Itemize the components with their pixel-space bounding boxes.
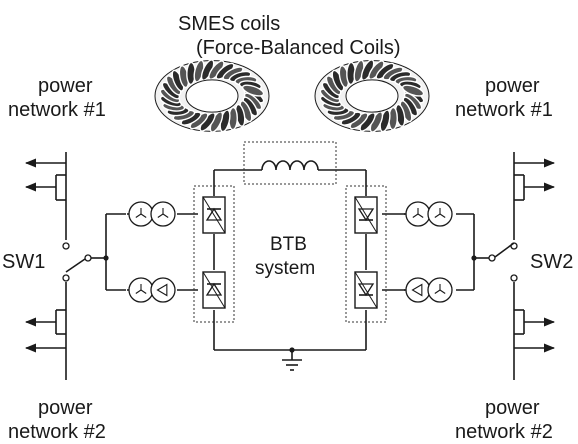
left-top-network-line1: power [38,75,93,97]
sw1-label: SW1 [2,251,45,273]
left-top-network-line2: network #1 [8,99,106,121]
btb-label-line2: system [255,258,315,279]
sw2-label: SW2 [530,251,573,273]
left-bottom-feeder [24,282,67,380]
transformer-icon [127,277,176,303]
transformer-icon [404,277,453,303]
right-bottom-network-line2: network #2 [455,421,553,443]
right-bottom-feeder [513,282,556,380]
smes-title: SMES coils [178,13,280,35]
right-top-network-line2: network #1 [455,99,553,121]
switch-icon [62,242,92,282]
thyristor-icon [354,271,378,309]
ground-icon [282,347,302,371]
left-bottom-network-line2: network #2 [8,421,106,443]
inductor-icon [261,160,319,171]
left-bottom-network-line1: power [38,397,93,419]
toroidal-coil-icon [314,59,430,133]
transformer-icon [127,201,176,227]
toroidal-coil-icon [154,59,270,133]
right-bottom-network-line1: power [485,397,540,419]
thyristor-icon [202,271,226,309]
transformer-icon [404,201,453,227]
right-top-network-line1: power [485,75,540,97]
thyristor-icon [202,196,226,234]
smes-subtitle: (Force-Balanced Coils) [196,37,401,59]
right-top-feeder [513,152,556,240]
switch-icon [488,242,518,282]
left-top-feeder [24,152,67,240]
thyristor-icon [354,196,378,234]
btb-label-line1: BTB [270,234,307,255]
inductor-frame [243,141,337,185]
